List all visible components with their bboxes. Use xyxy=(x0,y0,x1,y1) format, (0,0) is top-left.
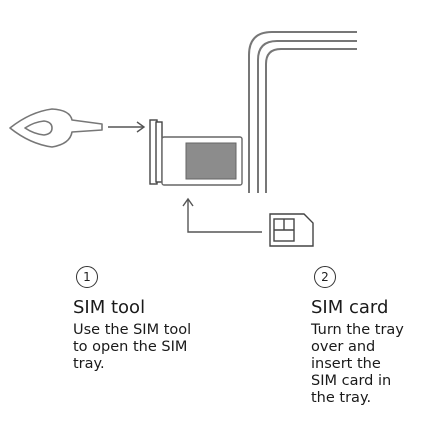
step-1-title: SIM tool xyxy=(73,297,146,318)
step-2-description: Turn the tray over and insert the SIM ca… xyxy=(311,322,404,406)
illustration xyxy=(9,31,357,247)
arrow-card-to-tray xyxy=(182,197,262,233)
phone-corner-icon xyxy=(248,31,357,193)
sim-tray-icon xyxy=(149,119,243,186)
sim-card-icon xyxy=(269,213,314,247)
step-1-description: Use the SIM tool to open the SIM tray. xyxy=(73,322,192,372)
step-2-title: SIM card xyxy=(311,297,389,318)
arrow-tool-to-tray xyxy=(108,121,146,133)
step-2-number: 2 xyxy=(314,266,336,288)
step-1-number: 1 xyxy=(76,266,98,288)
sim-ejector-tool-icon xyxy=(9,108,103,148)
